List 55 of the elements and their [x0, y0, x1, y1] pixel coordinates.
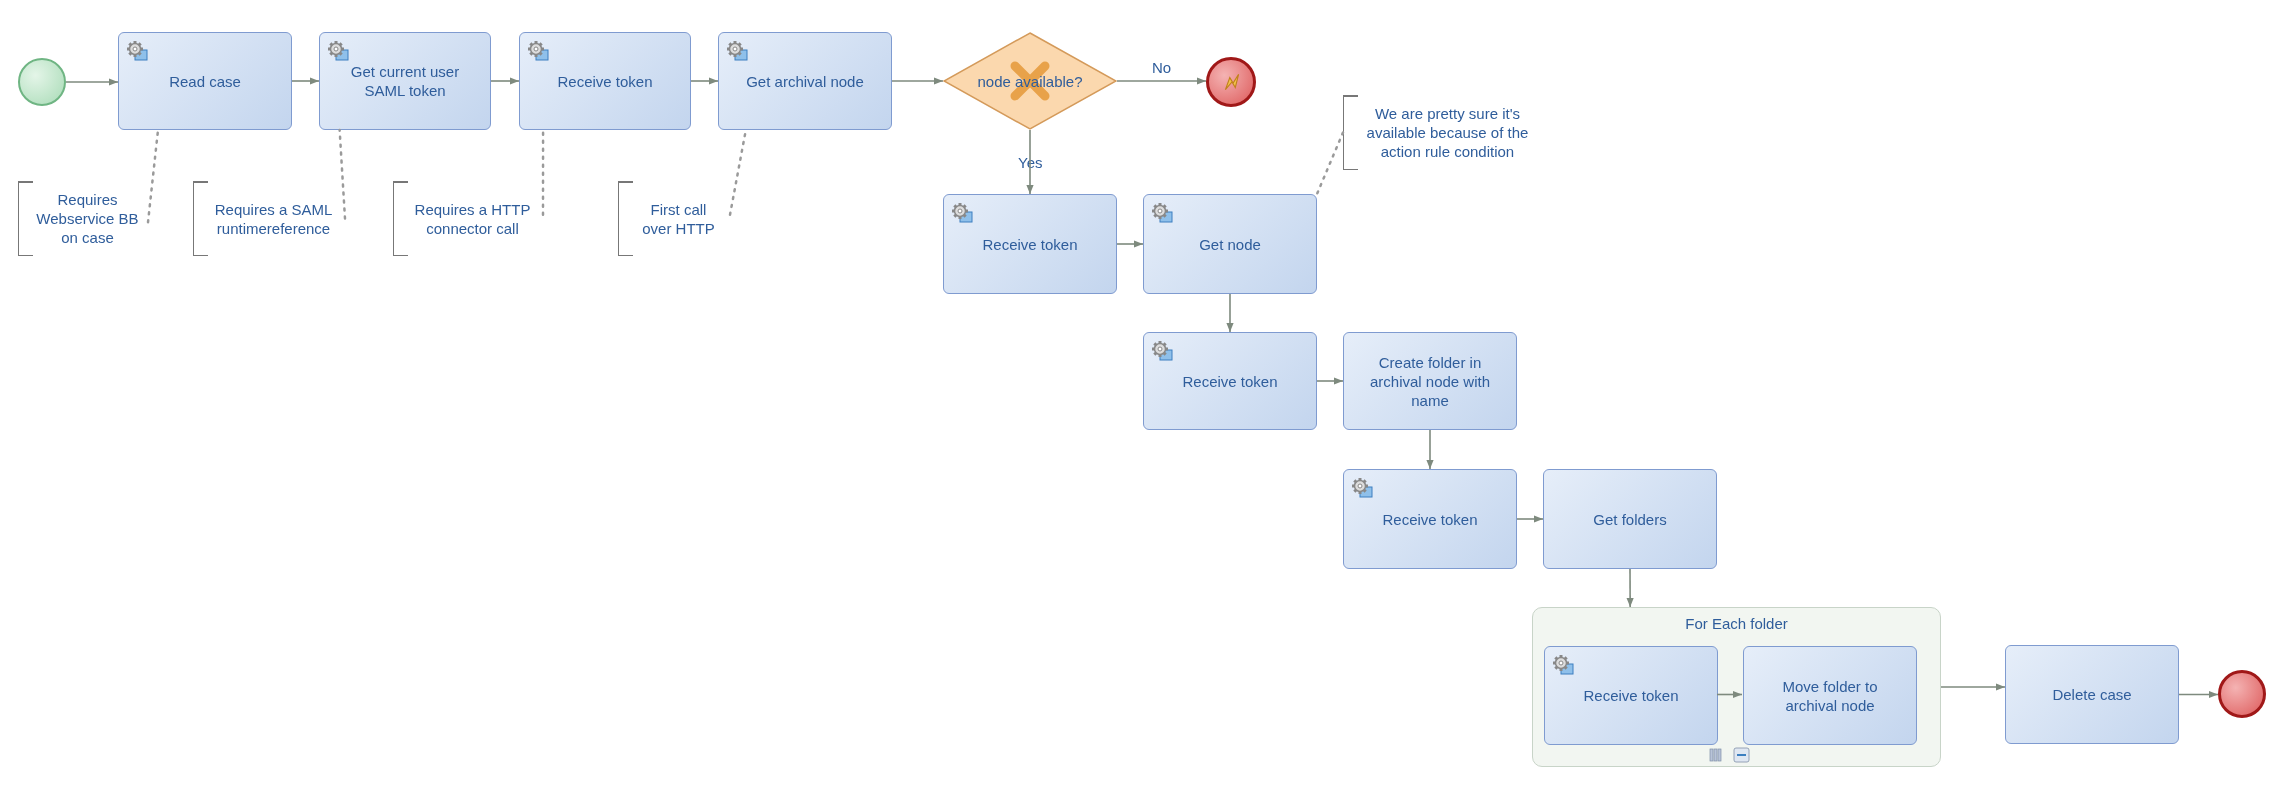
- node-label: Create folder in archival node with name: [1368, 352, 1492, 410]
- sequence-arrow: [65, 78, 119, 86]
- node-label: Receive token: [556, 71, 654, 91]
- node-label: Receive token: [981, 234, 1079, 254]
- node-label: Move folder to archival node: [1781, 676, 1879, 715]
- task-box: [1543, 469, 1717, 569]
- task-box: [943, 194, 1117, 294]
- subprocess-title: For Each folder: [1684, 614, 1789, 633]
- end-event-circle: [2218, 670, 2266, 718]
- task-box: [319, 32, 491, 130]
- task-box: [1143, 332, 1317, 430]
- sequence-arrow: [1116, 240, 1144, 248]
- node-label: Requires a HTTP connector call: [413, 199, 532, 238]
- node-label: Get node: [1198, 234, 1262, 254]
- node-label: Get archival node: [745, 71, 865, 91]
- node-label: Get folders: [1592, 509, 1668, 529]
- node-label: Receive token: [1582, 686, 1680, 705]
- node-label: Delete case: [2051, 685, 2133, 704]
- sequence-arrow: [1226, 293, 1234, 333]
- task-box: [1544, 646, 1718, 745]
- node-label: We are pretty sure it's available because of the action rule condition: [1365, 104, 1530, 161]
- node-label: First call over HTTP: [641, 199, 716, 238]
- sequence-arrow: [1626, 568, 1634, 608]
- sequence-arrow: [1026, 129, 1034, 195]
- task-box: [2005, 645, 2179, 744]
- node-label: Get current user SAML token: [349, 62, 461, 100]
- task-box: [118, 32, 292, 130]
- node-label: Receive token: [1381, 509, 1479, 529]
- sequence-arrow: [1940, 683, 2006, 691]
- sequence-arrow: [1316, 377, 1344, 385]
- association-line: [1315, 131, 1345, 196]
- node-label: Receive token: [1181, 371, 1279, 391]
- node-label: Requires Webservice BB on case: [35, 190, 140, 247]
- node-label: Read case: [168, 71, 242, 91]
- association-line: [338, 128, 347, 220]
- sequence-arrow: [1516, 515, 1544, 523]
- sequence-arrow: [891, 77, 944, 85]
- node-label: node available?: [976, 71, 1084, 91]
- node-label: Requires a SAML runtimereference: [213, 199, 334, 238]
- error-end-event-circle: [1206, 57, 1256, 107]
- sequence-arrow: [1116, 77, 1207, 85]
- task-box: [1143, 194, 1317, 294]
- sequence-arrow: [690, 77, 719, 85]
- task-box: [718, 32, 892, 130]
- sequence-arrow: [2178, 690, 2219, 699]
- task-box: [1743, 646, 1917, 745]
- sequence-arrow: [291, 77, 320, 85]
- subprocess-box: [1532, 607, 1941, 767]
- task-box: [1343, 469, 1517, 569]
- task-box: [519, 32, 691, 130]
- task-box: [1343, 332, 1517, 430]
- sequence-arrow: [490, 77, 520, 85]
- sequence-arrow: [1716, 690, 1743, 699]
- sequence-arrow: [1426, 429, 1434, 470]
- start-event-circle: [18, 58, 66, 106]
